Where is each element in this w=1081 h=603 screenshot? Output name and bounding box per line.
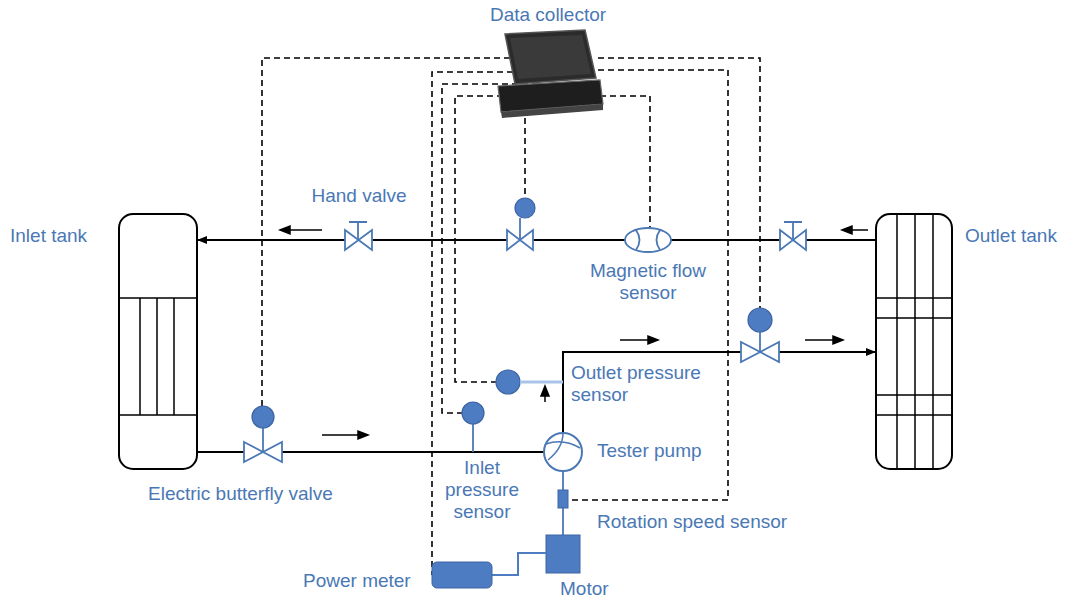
flow-sensor-symbol	[625, 228, 671, 252]
component-label: Outlet pressure sensor	[571, 362, 721, 406]
component-label: Rotation speed sensor	[597, 511, 787, 533]
component-label: Electric butterfly valve	[148, 483, 333, 505]
component-label: Magnetic flow sensor	[573, 260, 723, 304]
signal-wires	[262, 58, 760, 575]
tank-outline	[875, 213, 953, 470]
component-label: Inlet pressure sensor	[437, 457, 527, 523]
data-collector-icon	[498, 30, 603, 118]
component-label: Power meter	[303, 570, 411, 592]
component-label: Tester pump	[597, 440, 702, 462]
component-label: Hand valve	[311, 185, 406, 207]
pipe-connector	[198, 352, 875, 452]
tank-label: Inlet tank	[10, 225, 87, 247]
tank-outline	[118, 213, 198, 470]
storage-tank: Outlet tank	[875, 213, 953, 470]
component-label: Data collector	[490, 4, 606, 26]
pump-drive	[432, 433, 582, 588]
tank-label: Outlet tank	[965, 225, 1057, 247]
component-label: Motor	[560, 578, 609, 600]
storage-tank: Inlet tank	[118, 213, 198, 470]
pipe-connector	[198, 239, 875, 241]
